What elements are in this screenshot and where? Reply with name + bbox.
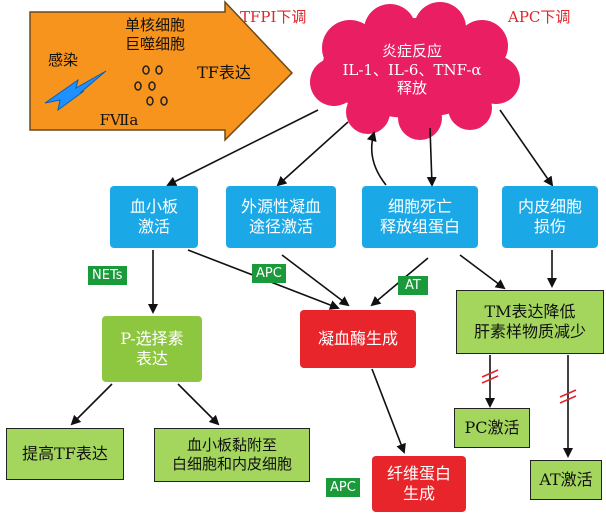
tf-expression-label: TF表达 <box>197 63 251 82</box>
pc-activation-line1: PC激活 <box>464 418 520 437</box>
fibrin-generation-line2: 生成 <box>402 484 435 503</box>
apc-tag-left: APC <box>252 264 286 283</box>
monocyte-label: 单核细胞 巨噬细胞 <box>110 14 200 56</box>
lightning-icon <box>44 70 107 112</box>
cell-death-line2: 释放组蛋白 <box>379 217 460 236</box>
inhibition-marks <box>481 369 577 404</box>
tf-expression-arrow-shape <box>29 0 294 142</box>
platelet-adhesion-line2: 白细胞和内皮细胞 <box>171 455 292 473</box>
monocyte-line2: 巨噬细胞 <box>124 35 185 53</box>
tm-decrease-line1: TM表达降低 <box>484 302 576 321</box>
tm-decrease-line2: 肝素样物质减少 <box>473 322 586 341</box>
inflammation-line2: IL-1、IL-6、TNF-α <box>342 60 482 79</box>
at-tag: AT <box>398 276 428 295</box>
pc-activation-box: PC激活 <box>454 408 530 448</box>
nets-tag: NETs <box>88 266 127 285</box>
platelet-adhesion-box: 血小板黏附至 白细胞和内皮细胞 <box>154 428 310 482</box>
thrombin-generation-box: 凝血酶生成 <box>300 310 416 368</box>
cell-dots <box>134 65 168 106</box>
inflammation-cloud-shape <box>310 2 520 140</box>
tm-decrease-box: TM表达降低 肝素样物质减少 <box>456 290 604 354</box>
p-selectin-box: P-选择素 表达 <box>102 316 202 382</box>
p-selectin-line1: P-选择素 <box>120 329 184 348</box>
extrinsic-pathway-line1: 外源性凝血 <box>240 197 321 216</box>
platelet-adhesion-line1: 血小板黏附至 <box>186 436 277 455</box>
apc-tag-bottom: APC <box>326 478 360 497</box>
apc-down-label: APC下调 <box>508 8 571 26</box>
p-selectin-line2: 表达 <box>135 349 168 368</box>
infection-label: 感染 <box>47 50 78 69</box>
inflammation-line3: 释放 <box>396 79 427 98</box>
platelet-activation-line1: 血小板 <box>129 197 178 216</box>
endothelial-injury-box: 内皮细胞 损伤 <box>502 186 598 248</box>
increase-tf-line1: 提高TF表达 <box>22 444 108 463</box>
extrinsic-pathway-line2: 途径激活 <box>248 217 313 236</box>
cell-death-box: 细胞死亡 释放组蛋白 <box>362 186 478 248</box>
cloud-arrows <box>166 109 554 187</box>
endothelial-injury-line2: 损伤 <box>533 217 566 236</box>
platelet-activation-box: 血小板 激活 <box>110 186 198 248</box>
fibrin-generation-box: 纤维蛋白 生成 <box>372 456 466 512</box>
endothelial-injury-line1: 内皮细胞 <box>517 197 582 216</box>
inflammation-line1: 炎症反应 <box>381 41 442 60</box>
platelet-activation-line2: 激活 <box>137 217 170 236</box>
fviia-label: FⅦa <box>99 110 139 129</box>
thrombin-generation-line1: 凝血酶生成 <box>317 329 398 348</box>
tfpi-down-label: TFPI下调 <box>240 8 307 26</box>
fibrin-generation-line1: 纤维蛋白 <box>386 464 451 483</box>
inflammation-cloud: 炎症反应 IL-1、IL-6、TNF-α 释放 <box>322 34 502 106</box>
increase-tf-box: 提高TF表达 <box>6 428 124 480</box>
cell-death-line1: 细胞死亡 <box>387 197 452 216</box>
monocyte-line1: 单核细胞 <box>124 16 185 35</box>
at-activation-box: AT激活 <box>530 460 602 500</box>
at-activation-line1: AT激活 <box>539 470 593 489</box>
extrinsic-pathway-box: 外源性凝血 途径激活 <box>226 186 336 248</box>
